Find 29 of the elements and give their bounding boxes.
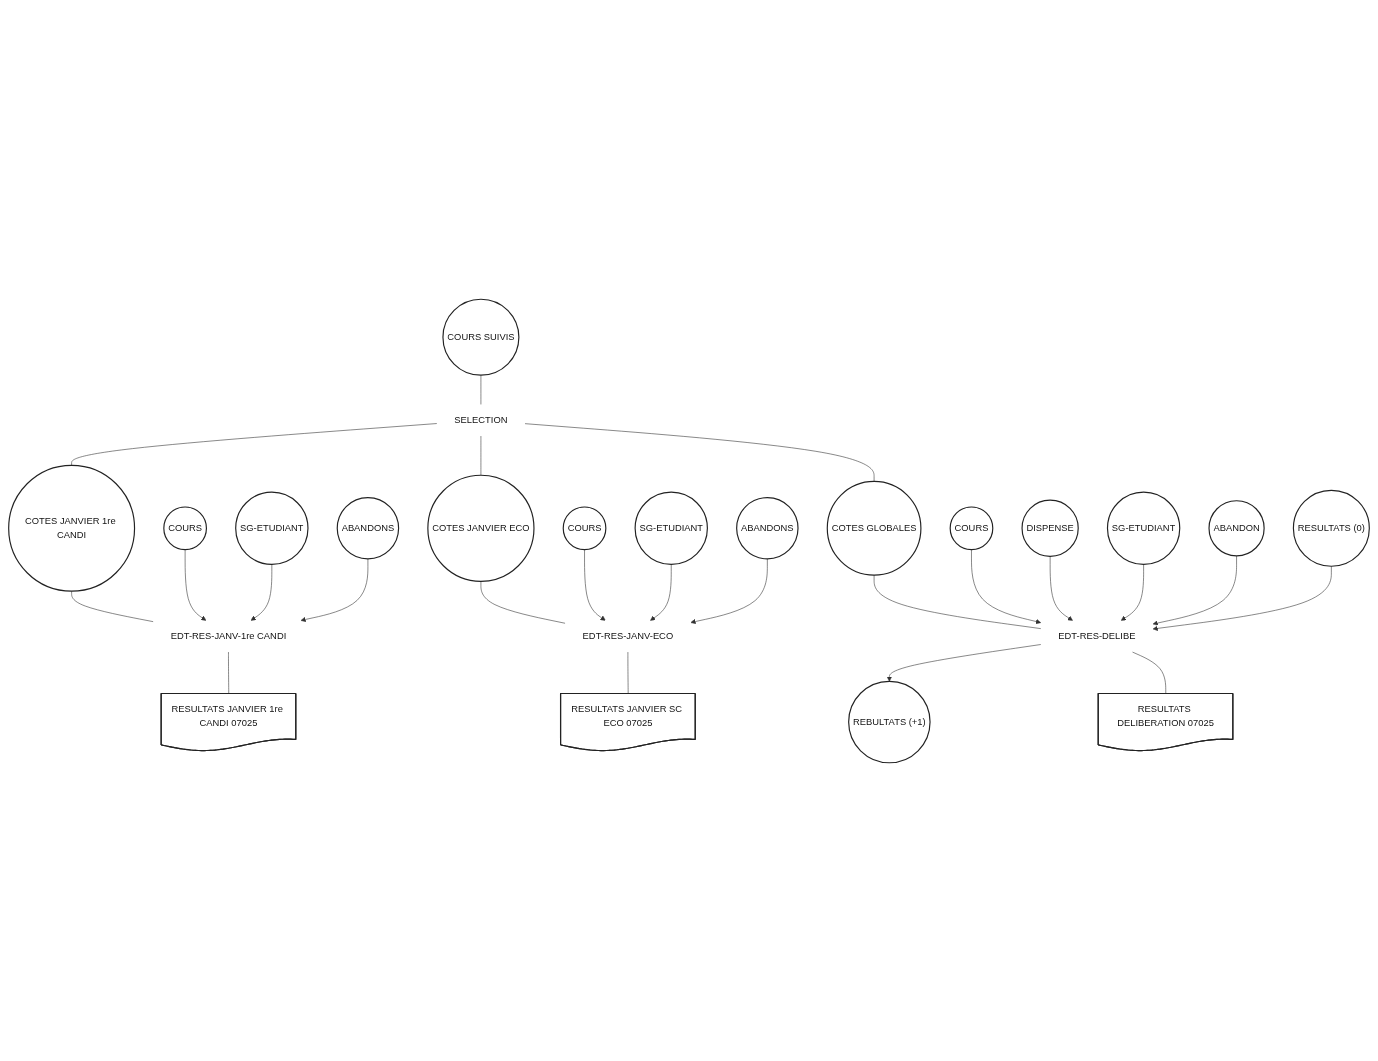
node-circle: DISPENSE: [1021, 499, 1079, 557]
node-text: SELECTION: [454, 414, 508, 425]
connector: [480, 580, 566, 624]
node-circle: COTES GLOBALES: [826, 480, 922, 576]
node-circle: ABANDONS: [736, 496, 799, 560]
node-circle: COURS: [949, 505, 994, 550]
node-circle: COURS: [163, 505, 207, 550]
connector: [480, 374, 482, 405]
connector: [1132, 651, 1167, 694]
connector: [228, 651, 230, 694]
connector: [71, 590, 154, 622]
node-circle: SG-ETUDIANT: [1106, 491, 1181, 565]
node-text: EDT-RES-JANV-1re CANDI: [170, 630, 287, 641]
node-text: EDT-RES-DELIBE: [1058, 630, 1136, 641]
node-circle: ABANDON: [1208, 499, 1265, 556]
node-circle: SG-ETUDIANT: [235, 491, 309, 565]
connector: [873, 574, 1042, 629]
connector: [524, 422, 875, 482]
node-circle: COURS: [562, 505, 607, 550]
node-circle: COURS SUIVIS: [442, 298, 520, 376]
node-circle: COTES JANVIER ECO: [427, 474, 535, 582]
node-text: EDT-RES-JANV-ECO: [582, 630, 674, 641]
connector: [480, 435, 482, 475]
node-circle: SG-ETUDIANT: [634, 491, 708, 565]
node-circle: REBULTATS (+1): [848, 680, 931, 763]
node-circle: RESULTATS (0): [1292, 489, 1370, 567]
node-circle: ABANDONS: [336, 496, 400, 560]
node-circle: COTES JANVIER 1re CANDI: [8, 464, 136, 592]
connector: [71, 422, 438, 466]
